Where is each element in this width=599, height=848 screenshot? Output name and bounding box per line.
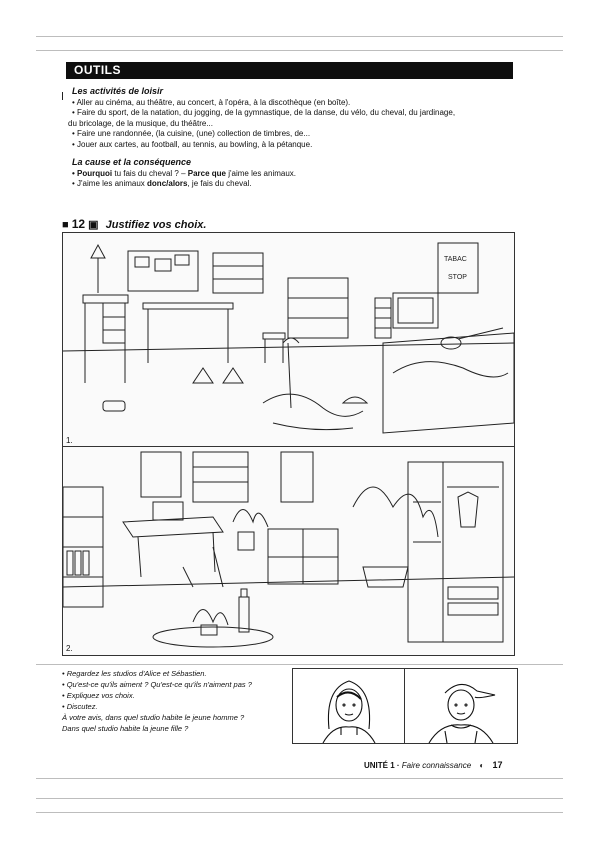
illustration-2-label: 2.: [66, 644, 73, 653]
footer-separator: ·: [394, 761, 402, 770]
cause-line-2-start: • J'aime les animaux: [72, 179, 148, 188]
outils-title: OUTILS: [74, 63, 121, 77]
exercise-heading: ■ 12 ▣ Justifiez vos choix.: [62, 217, 206, 231]
portrait-young-woman: [292, 668, 406, 744]
outils-header-bar: OUTILS: [66, 62, 513, 79]
cause-word-donc-alors: donc/alors: [147, 179, 188, 188]
bottom-rule-2: [36, 812, 563, 813]
footer-circle-icon: ◐: [479, 761, 485, 770]
leisure-line-5: • Jouer aux cartes, au football, au tenn…: [72, 139, 313, 149]
page-footer: UNITÉ 1 · Faire connaissance ◐ 17: [364, 760, 502, 770]
studio-illustration-1: TABAC STOP 1.: [62, 232, 515, 448]
portrait-young-man: [404, 668, 518, 744]
cause-section-title: La cause et la conséquence: [72, 157, 192, 167]
question-line-6: Dans quel studio habite la jeune fille ?: [62, 724, 189, 733]
question-line-2: • Qu'est-ce qu'ils aiment ? Qu'est-ce qu…: [62, 680, 252, 689]
cause-line-2: • J'aime les animaux donc/alors, je fais…: [72, 179, 513, 190]
cause-line-1: • Pourquoi tu fais du cheval ? – Parce q…: [72, 169, 513, 180]
tidy-studio-drawing: [63, 451, 514, 648]
exercise-number: 12: [71, 217, 86, 231]
square-bullet-icon: ■: [62, 219, 69, 231]
question-line-5: À votre avis, dans quel studio habite le…: [62, 713, 245, 722]
cause-line-2-end: , je fais du cheval.: [187, 179, 252, 188]
question-list: • Regardez les studios d'Alice et Sébast…: [62, 668, 292, 734]
question-line-4: • Discutez.: [62, 702, 98, 711]
tabac-sign-text: TABAC: [444, 256, 467, 263]
bottom-rule-1: [36, 798, 563, 799]
footer-unit-title: Faire connaissance: [401, 761, 472, 770]
margin-mark: [62, 92, 63, 100]
question-line-1: • Regardez les studios d'Alice et Sébast…: [62, 669, 207, 678]
leisure-line-3: du bricolage, de la musique, du théâtre.…: [68, 118, 213, 128]
cause-word-parce-que: Parce que: [187, 168, 226, 178]
leisure-line-4: • Faire une randonnée, (la cuisine, (une…: [72, 129, 311, 138]
leisure-line-2: • Faire du sport, de la natation, du jog…: [72, 108, 456, 117]
svg-text:STOP: STOP: [448, 274, 467, 281]
question-line-3: • Expliquez vos choix.: [62, 691, 135, 700]
discussion-icon: ▣: [88, 219, 99, 231]
illustration-1-label: 1.: [66, 436, 73, 445]
studio-illustration-2: 2.: [62, 446, 515, 656]
cause-line-1-end: j'aime les animaux.: [226, 168, 296, 178]
cause-line-1-mid: tu fais du cheval ? –: [112, 168, 188, 178]
top-rule-2: [36, 50, 563, 51]
leisure-line-1: • Aller au cinéma, au théâtre, au concer…: [72, 97, 351, 107]
footer-rule: [36, 778, 563, 779]
top-rule-1: [36, 36, 563, 37]
footer-unit: UNITÉ 1: [364, 761, 395, 770]
exercise-instruction: Justifiez vos choix.: [105, 219, 207, 231]
cause-word-pourquoi: • Pourquoi: [72, 168, 113, 178]
page-number: 17: [492, 760, 503, 770]
messy-studio-drawing: TABAC STOP: [63, 242, 514, 434]
leisure-section-title: Les activités de loisir: [72, 86, 164, 96]
outils-box: Les activités de loisir • Aller au ciném…: [66, 80, 513, 204]
mid-rule: [36, 664, 563, 665]
